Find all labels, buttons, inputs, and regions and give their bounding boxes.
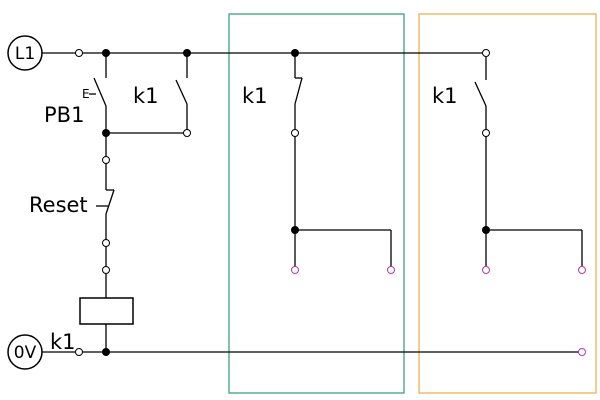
hold-contact-k1: k1: [106, 53, 191, 137]
rail-0v-label: 0V: [14, 343, 37, 363]
hold-contact-label: k1: [133, 84, 159, 108]
hold-contact-blade: [175, 79, 188, 105]
terminal: [482, 129, 490, 137]
output-terminal: [387, 266, 395, 274]
branch-a-contact-blade: [294, 77, 303, 105]
reset-label: Reset: [29, 193, 88, 217]
rail-l1: L1: [7, 35, 490, 71]
terminal: [482, 49, 490, 57]
output-terminal: [578, 266, 586, 274]
branch-b-label: k1: [432, 84, 458, 108]
rung-main: E PB1 Reset k1: [29, 53, 134, 354]
branch-a: k1: [242, 53, 395, 274]
terminal: [75, 348, 83, 356]
pb1-mark: E: [82, 87, 90, 101]
output-terminal: [482, 266, 490, 274]
terminal: [291, 129, 299, 137]
branch-b: k1: [432, 57, 586, 274]
terminal: [102, 266, 110, 274]
coil-label: k1: [50, 330, 76, 354]
output-terminal: [291, 266, 299, 274]
highlight-box-b: [418, 13, 597, 394]
highlight-box-a: [228, 13, 405, 394]
branch-a-label: k1: [242, 84, 268, 108]
rail-l1-label: L1: [15, 44, 35, 64]
coil-k1: [79, 297, 134, 325]
branch-b-contact-blade: [474, 81, 487, 107]
terminal: [75, 49, 83, 57]
reset-contact-blade: [105, 189, 115, 215]
terminal: [183, 129, 191, 137]
terminal: [102, 239, 110, 247]
pb1-contact-blade: [93, 77, 107, 107]
pb1-label: PB1: [44, 103, 84, 127]
output-terminal: [578, 348, 586, 356]
rail-0v: 0V: [7, 334, 586, 370]
terminal: [102, 156, 110, 164]
